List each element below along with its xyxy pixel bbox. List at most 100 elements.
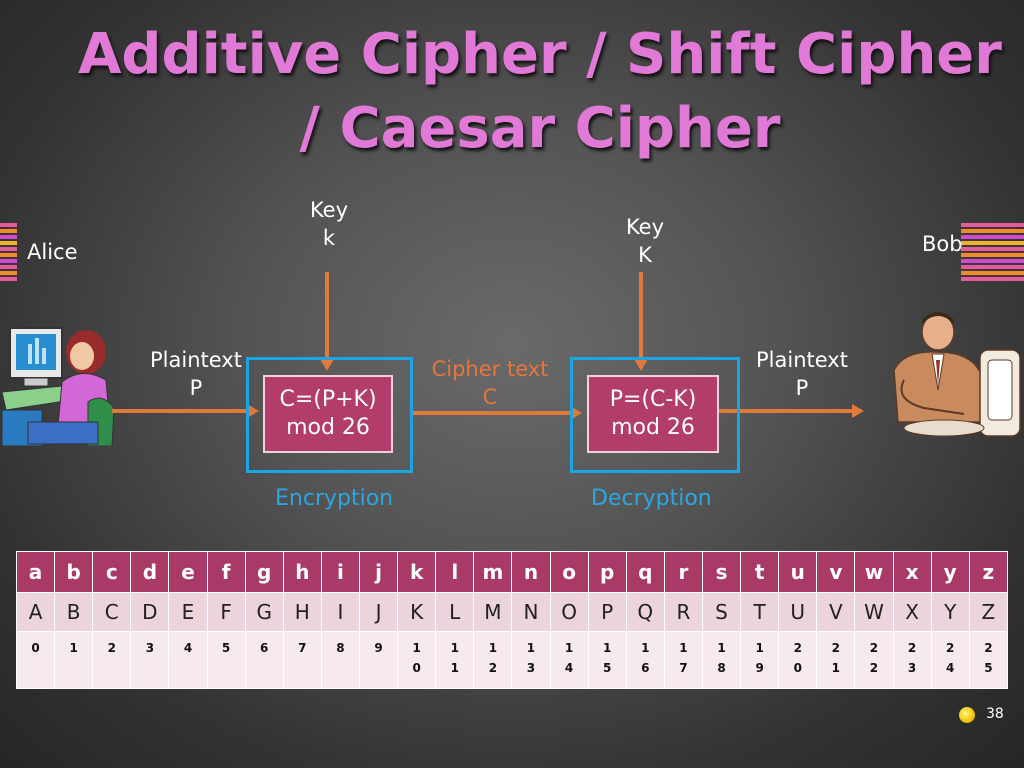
ciphertext-line1: Cipher text [431,357,549,381]
key-right-line2: K [638,243,652,267]
lower-cell: b [54,551,94,593]
upper-cell: V [816,592,856,632]
upper-cell: E [168,592,208,632]
upper-cell: Y [930,592,970,632]
upper-cell: R [663,592,703,632]
upper-cell: B [54,592,94,632]
key-left-arrowhead [320,359,334,371]
encryption-box [246,357,413,473]
upper-cell: D [130,592,170,632]
numbers-cell: 3 [130,631,170,689]
numbers-cell: 4 [168,631,208,689]
decryption-box [570,357,740,473]
key-right-arrowhead [634,359,648,371]
upper-cell: L [435,592,475,632]
lower-cell: x [892,551,932,593]
lower-cell: m [473,551,513,593]
decryption-to-bob-arrowhead [852,404,864,418]
upper-cell: T [740,592,780,632]
key-left-label: Key k [296,196,362,252]
plaintext-right-label: Plaintext P [752,346,852,402]
ciphertext-label: Cipher text C [422,355,558,411]
ciphertext-arrow [410,411,572,415]
encrypt-formula-line2: mod 26 [286,415,370,440]
lower-cell: d [130,551,170,593]
upper-cell: X [892,592,932,632]
woman-at-computer-icon [1,322,120,447]
key-left-line2: k [322,226,336,250]
upper-cell: J [358,592,399,632]
lower-cell: q [625,551,665,593]
lower-cell: p [587,551,627,593]
decryption-formula-box: P=(C-K) mod 26 [587,375,719,453]
slide-number: 38 [986,706,1004,722]
key-right-line1: Key [625,215,665,239]
plaintext-right-line2: P [795,376,809,400]
upper-cell: N [511,592,551,632]
lower-cell: l [435,551,475,593]
upper-cell: K [397,592,437,632]
decryption-to-bob-arrow [717,409,853,413]
title-line-2: / Caesar Cipher [299,96,781,161]
ciphertext-arrowhead [570,406,582,420]
key-right-arrow [639,272,643,360]
key-left-arrow [325,272,329,360]
decryption-label: Decryption [591,486,712,511]
numbers-cell: 8 [320,631,360,689]
slide-title: Additive Cipher / Shift Cipher / Caesar … [60,18,1020,166]
plaintext-left-line2: P [189,376,203,400]
plaintext-to-encryption-arrowhead [247,404,259,418]
numbers-cell: 1 [54,631,94,689]
upper-cell: H [282,592,322,632]
key-left-line1: Key [309,198,349,222]
numbers-cell: 5 [206,631,246,689]
lower-cell: c [92,551,132,593]
lower-cell: e [168,551,208,593]
numbers-cell: 2 [92,631,132,689]
upper-cell: F [206,592,246,632]
alice-label: Alice [27,240,78,264]
plaintext-left-line1: Plaintext [150,348,242,372]
right-stripes-decoration [961,223,1024,283]
lower-cell: t [740,551,780,593]
lower-cell: s [701,551,742,593]
upper-cell: S [701,592,742,632]
encryption-label: Encryption [275,486,394,511]
lower-cell: z [968,551,1009,593]
lower-cell: y [930,551,970,593]
encrypt-formula-line1: C=(P+K) [279,387,377,412]
plaintext-left-label: Plaintext P [146,346,246,402]
left-stripes-decoration [0,223,17,283]
upper-cell: Z [968,592,1009,632]
lower-cell: i [320,551,360,593]
upper-cell: C [92,592,132,632]
upper-cell: U [778,592,818,632]
lower-cell: k [397,551,437,593]
upper-cell: O [549,592,589,632]
ciphertext-line2: C [482,385,498,409]
upper-cell: A [15,592,56,632]
lower-cell: j [358,551,399,593]
key-right-label: Key K [612,213,678,269]
lower-cell: h [282,551,322,593]
upper-cell: M [473,592,513,632]
upper-cell: W [854,592,894,632]
lower-cell: g [244,551,284,593]
title-line-1: Additive Cipher / Shift Cipher [78,22,1002,87]
